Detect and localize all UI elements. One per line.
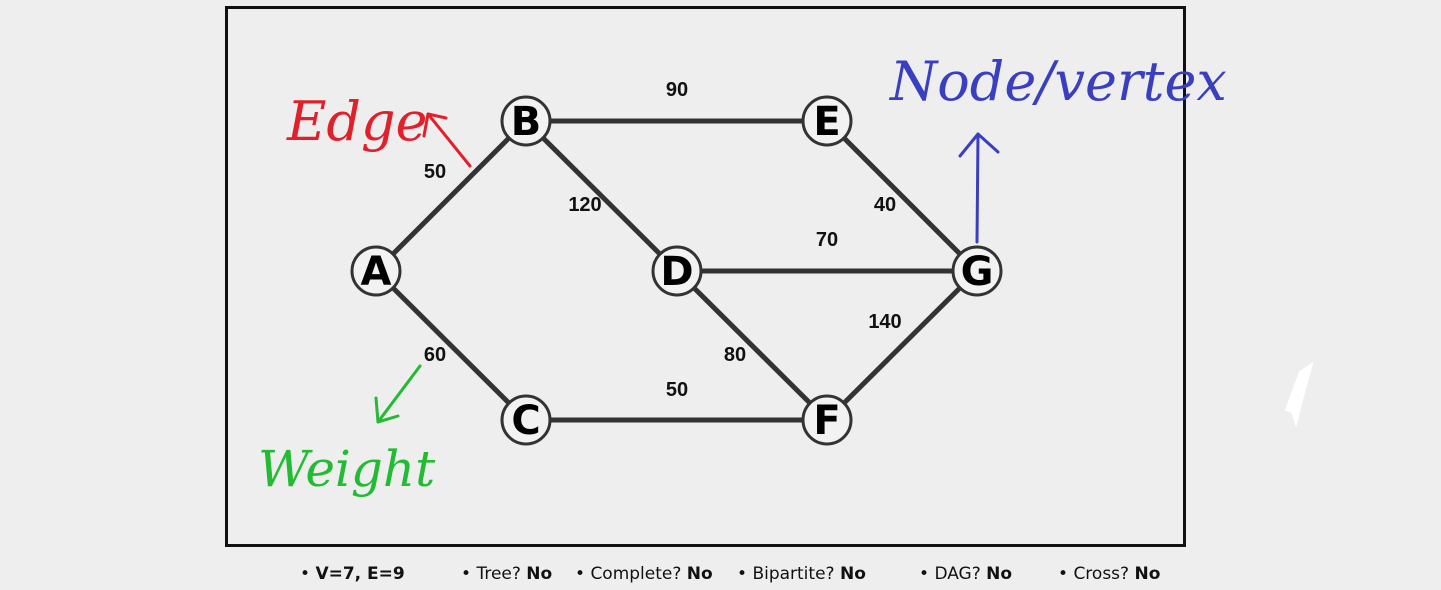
stat-complete-label: Complete? (590, 564, 682, 584)
node-label-B: B (511, 99, 542, 145)
edge-annotation-arrow-icon (422, 112, 472, 168)
edge-weight-F-G: 140 (868, 311, 901, 333)
node-B[interactable]: B (500, 95, 552, 147)
node-G[interactable]: G (951, 245, 1003, 297)
stat-vertex-edge-count: • V=7, E=9 (300, 564, 405, 584)
stat-cross: • Cross? No (1058, 564, 1161, 584)
edge-annotation-text: Edge (286, 90, 428, 153)
weights-layer: 50 60 90 120 50 70 80 40 140 (424, 79, 902, 401)
node-label-E: E (813, 99, 840, 145)
stat-cross-value: No (1134, 564, 1161, 584)
stat-bipartite-label: Bipartite? (752, 564, 835, 584)
weight-annotation: Weight (258, 364, 436, 498)
node-circle-E[interactable] (801, 95, 853, 147)
node-label-A: A (361, 249, 392, 295)
stat-tree-value: No (526, 564, 553, 584)
node-annotation-text: Node/vertex (888, 50, 1227, 113)
edge-annotation: Edge (286, 90, 472, 168)
stat-tree: • Tree? No (461, 564, 553, 584)
edge-A-B[interactable] (373, 118, 529, 274)
stat-complete-value: No (686, 564, 713, 584)
node-D[interactable]: D (651, 245, 703, 297)
node-circle-G[interactable] (951, 245, 1003, 297)
stat-dag: • DAG? No (919, 564, 1013, 584)
node-circle-C[interactable] (500, 394, 552, 446)
graph-properties-bar: • V=7, E=9 • Tree? No • Complete? No • B… (0, 560, 1441, 590)
stat-cross-label: Cross? (1073, 564, 1130, 584)
edge-weight-C-F: 50 (666, 379, 688, 401)
node-circle-D[interactable] (651, 245, 703, 297)
edge-weight-D-G: 70 (816, 229, 838, 251)
edge-D-F[interactable] (674, 268, 830, 423)
node-label-F: F (813, 398, 840, 444)
edge-A-C[interactable] (373, 268, 529, 423)
node-label-G: G (961, 249, 994, 295)
edge-weight-A-C: 60 (424, 344, 446, 366)
weight-annotation-text: Weight (258, 440, 436, 498)
stat-tree-label: Tree? (476, 564, 521, 584)
edge-weight-E-G: 40 (874, 194, 896, 216)
weight-annotation-arrow-icon (374, 364, 422, 424)
edge-weight-D-F: 80 (724, 344, 746, 366)
node-F[interactable]: F (801, 394, 853, 446)
node-A[interactable]: A (350, 245, 402, 297)
nodes-layer: A B C D E F G (350, 95, 1003, 446)
node-annotation: Node/vertex (888, 50, 1227, 244)
stat-bipartite-value: No (839, 564, 866, 584)
edge-E-G[interactable] (824, 118, 980, 274)
node-E[interactable]: E (801, 95, 853, 147)
node-C[interactable]: C (500, 394, 552, 446)
stat-complete: • Complete? No (575, 564, 713, 584)
node-label-D: D (660, 249, 693, 295)
node-circle-F[interactable] (801, 394, 853, 446)
edges-layer (373, 118, 980, 423)
edge-weight-A-B: 50 (424, 161, 446, 183)
node-circle-A[interactable] (350, 245, 402, 297)
stat-ve-value: V=7, E=9 (315, 564, 405, 584)
stat-bipartite: • Bipartite? No (737, 564, 866, 584)
pen-cursor-icon (1284, 361, 1314, 428)
edge-B-D[interactable] (523, 118, 680, 274)
edge-weight-B-D: 120 (568, 194, 601, 216)
edge-weight-B-E: 90 (666, 79, 688, 101)
stat-dag-value: No (986, 564, 1013, 584)
stat-dag-label: DAG? (934, 564, 981, 584)
edge-F-G[interactable] (824, 268, 980, 423)
node-label-C: C (511, 398, 540, 444)
node-annotation-arrow-icon (958, 132, 1000, 244)
node-circle-B[interactable] (500, 95, 552, 147)
